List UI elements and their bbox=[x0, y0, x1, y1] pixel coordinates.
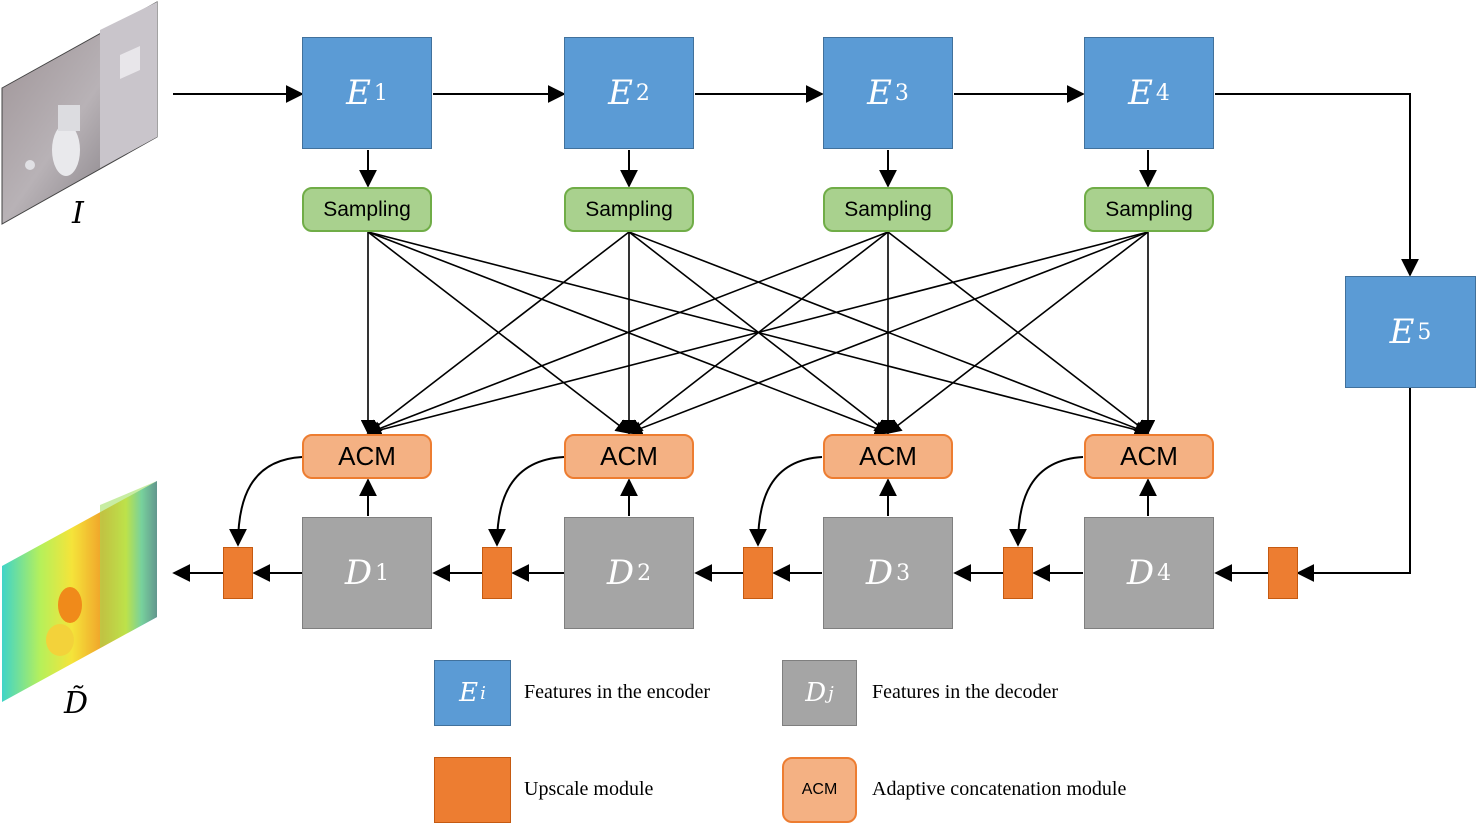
legend-decoder-index: j bbox=[828, 682, 834, 704]
encoder-symbol: E bbox=[346, 73, 371, 113]
legend-acm-text: Adaptive concatenation module bbox=[872, 778, 1127, 800]
acm-block-1: ACM bbox=[302, 434, 432, 479]
legend-encoder-text: Features in the encoder bbox=[524, 681, 711, 703]
decoder-index: 4 bbox=[1157, 560, 1172, 586]
legend-encoder-index: i bbox=[480, 682, 486, 704]
decoder-symbol: D bbox=[606, 553, 635, 593]
output-depth-map bbox=[2, 481, 157, 702]
sampling-block-1: Sampling bbox=[302, 187, 432, 232]
encoder-index: 1 bbox=[373, 80, 388, 106]
encoder-symbol: E bbox=[608, 73, 633, 113]
input-image bbox=[1, 1, 158, 225]
legend-decoder-text: Features in the decoder bbox=[872, 681, 1059, 703]
sampling-block-3: Sampling bbox=[823, 187, 953, 232]
encoder-symbol: E bbox=[1389, 312, 1415, 352]
upscale-module-2 bbox=[482, 547, 512, 599]
input-label: I bbox=[72, 196, 84, 231]
output-label: D̃ bbox=[64, 686, 89, 721]
upscale-module-4 bbox=[1003, 547, 1033, 599]
upscale-module-1 bbox=[223, 547, 253, 599]
encoder-symbol: E bbox=[1128, 73, 1153, 113]
legend-upscale-swatch bbox=[434, 757, 511, 823]
decoder-index: 2 bbox=[637, 560, 652, 586]
acm-block-2: ACM bbox=[564, 434, 694, 479]
legend-upscale-text: Upscale module bbox=[524, 778, 654, 800]
acm-block-4: ACM bbox=[1084, 434, 1214, 479]
encoder-index: 4 bbox=[1155, 80, 1170, 106]
sampling-block-2: Sampling bbox=[564, 187, 694, 232]
upscale-module-5 bbox=[1268, 547, 1298, 599]
decoder-symbol: D bbox=[1126, 553, 1155, 593]
encoder-symbol: E bbox=[867, 73, 892, 113]
decoder-index: 3 bbox=[896, 560, 911, 586]
legend-encoder-symbol: E bbox=[459, 678, 479, 708]
decoder-index: 1 bbox=[375, 560, 390, 586]
encoder-index: 2 bbox=[635, 80, 650, 106]
sampling-block-4: Sampling bbox=[1084, 187, 1214, 232]
decoder-symbol: D bbox=[865, 553, 894, 593]
upscale-module-3 bbox=[743, 547, 773, 599]
acm-block-3: ACM bbox=[823, 434, 953, 479]
encoder-index: 3 bbox=[894, 80, 909, 106]
encoder-index: 5 bbox=[1417, 319, 1432, 345]
sampling-mesh bbox=[360, 231, 1156, 437]
legend-acm-swatch: ACM bbox=[782, 757, 857, 823]
decoder-symbol: D bbox=[344, 553, 373, 593]
legend-decoder-symbol: D bbox=[805, 678, 827, 708]
